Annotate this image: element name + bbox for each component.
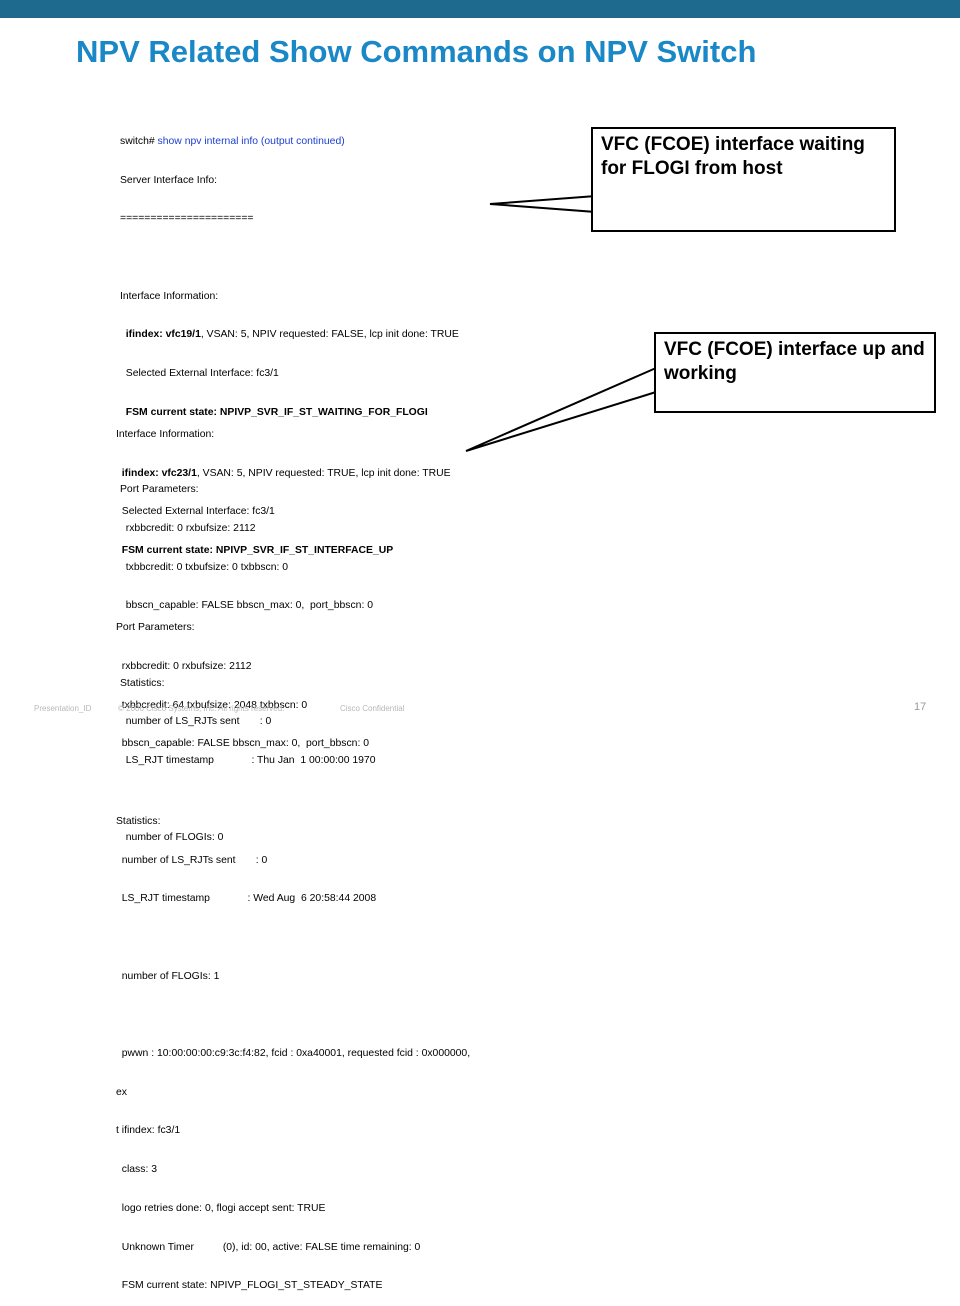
- cli-output-block-2: Interface Information: ifindex: vfc23/1,…: [116, 403, 470, 1306]
- callout-pointer-waiting: [489, 194, 597, 214]
- cli-line: Unknown Timer (0), id: 00, active: FALSE…: [116, 1241, 421, 1253]
- cli-line: number of FLOGIs: 1: [116, 970, 220, 982]
- cli-line-ifindex: ifindex: vfc19/1, VSAN: 5, NPIV requeste…: [120, 329, 459, 342]
- cli-line: Interface Information:: [120, 290, 219, 302]
- cli-line: rxbbcredit: 0 rxbufsize: 2112: [120, 522, 256, 534]
- cli-line: pwwn : 10:00:00:00:c9:3c:f4:82, fcid : 0…: [116, 1048, 471, 1060]
- cli-line: number of LS_RJTs sent : 0: [116, 854, 268, 866]
- cli-line: rxbbcredit: 0 rxbufsize: 2112: [116, 661, 252, 673]
- cli-line: [116, 584, 470, 597]
- cli-ifindex-value: ifindex: vfc19/1: [120, 329, 201, 341]
- cli-line: bbscn_capable: FALSE bbscn_max: 0, port_…: [120, 600, 373, 612]
- callout-pointer-up: [465, 366, 657, 452]
- cli-line: Selected External Interface: fc3/1: [120, 368, 279, 380]
- cli-line: Port Parameters:: [116, 622, 195, 634]
- page-number: 17: [914, 701, 927, 713]
- cli-line: [116, 932, 470, 945]
- cli-line: txbbcredit: 64 txbufsize: 2048 txbbscn: …: [116, 699, 308, 711]
- cli-line: bbscn_capable: FALSE bbscn_max: 0, port_…: [116, 738, 369, 750]
- cli-command-line: switch# show npv internal info (output c…: [120, 136, 459, 149]
- callout-interface-up: VFC (FCOE) interface up and working: [654, 332, 936, 413]
- top-banner: [0, 0, 960, 18]
- cli-line: t ifindex: fc3/1: [116, 1125, 181, 1137]
- cli-prompt: switch#: [120, 135, 158, 147]
- cli-line-fsm-state: FSM current state: NPIVP_SVR_IF_ST_INTER…: [116, 544, 394, 556]
- footer-presentation-id: Presentation_ID: [34, 704, 92, 713]
- cli-line: ex: [116, 1086, 127, 1098]
- cli-line: Statistics:: [116, 815, 161, 827]
- cli-line-fsm-state: FSM current state: NPIVP_SVR_IF_ST_WAITI…: [120, 406, 428, 418]
- cli-line: logo retries done: 0, flogi accept sent:…: [116, 1202, 326, 1214]
- cli-line: FSM current state: NPIVP_FLOGI_ST_STEADY…: [116, 1280, 383, 1292]
- cli-ifindex-value: ifindex: vfc23/1: [116, 467, 197, 479]
- cli-line: class: 3: [116, 1164, 157, 1176]
- footer-copyright: © 2006 Cisco Systems, Inc. All rights re…: [118, 704, 285, 713]
- cli-line-ifindex: ifindex: vfc23/1, VSAN: 5, NPIV requeste…: [116, 468, 470, 481]
- cli-line: Server Interface Info:: [120, 174, 218, 186]
- cli-command: show npv internal info (output continued…: [157, 135, 345, 147]
- cli-line: Port Parameters:: [120, 484, 199, 496]
- callout-waiting-text: VFC (FCOE) interface waiting for FLOGI f…: [601, 134, 865, 179]
- cli-line: Selected External Interface: fc3/1: [116, 506, 275, 518]
- cli-line: [116, 777, 470, 790]
- cli-line: [116, 1009, 470, 1022]
- slide-title: NPV Related Show Commands on NPV Switch: [76, 34, 757, 69]
- cli-line: Statistics:: [120, 677, 165, 689]
- callout-up-text: VFC (FCOE) interface up and working: [664, 339, 925, 384]
- cli-line: txbbcredit: 0 txbufsize: 0 txbbscn: 0: [120, 561, 289, 573]
- callout-waiting-for-flogi: VFC (FCOE) interface waiting for FLOGI f…: [591, 127, 896, 232]
- cli-line: ======================: [120, 213, 254, 225]
- cli-ifindex-rest: , VSAN: 5, NPIV requested: TRUE, lcp ini…: [196, 467, 451, 479]
- cli-line: LS_RJT timestamp : Wed Aug 6 20:58:44 20…: [116, 893, 377, 905]
- cli-line: [120, 252, 459, 265]
- cli-ifindex-rest: , VSAN: 5, NPIV requested: FALSE, lcp in…: [200, 329, 459, 341]
- cli-line: Interface Information:: [116, 428, 215, 440]
- footer-confidential: Cisco Confidential: [340, 704, 405, 713]
